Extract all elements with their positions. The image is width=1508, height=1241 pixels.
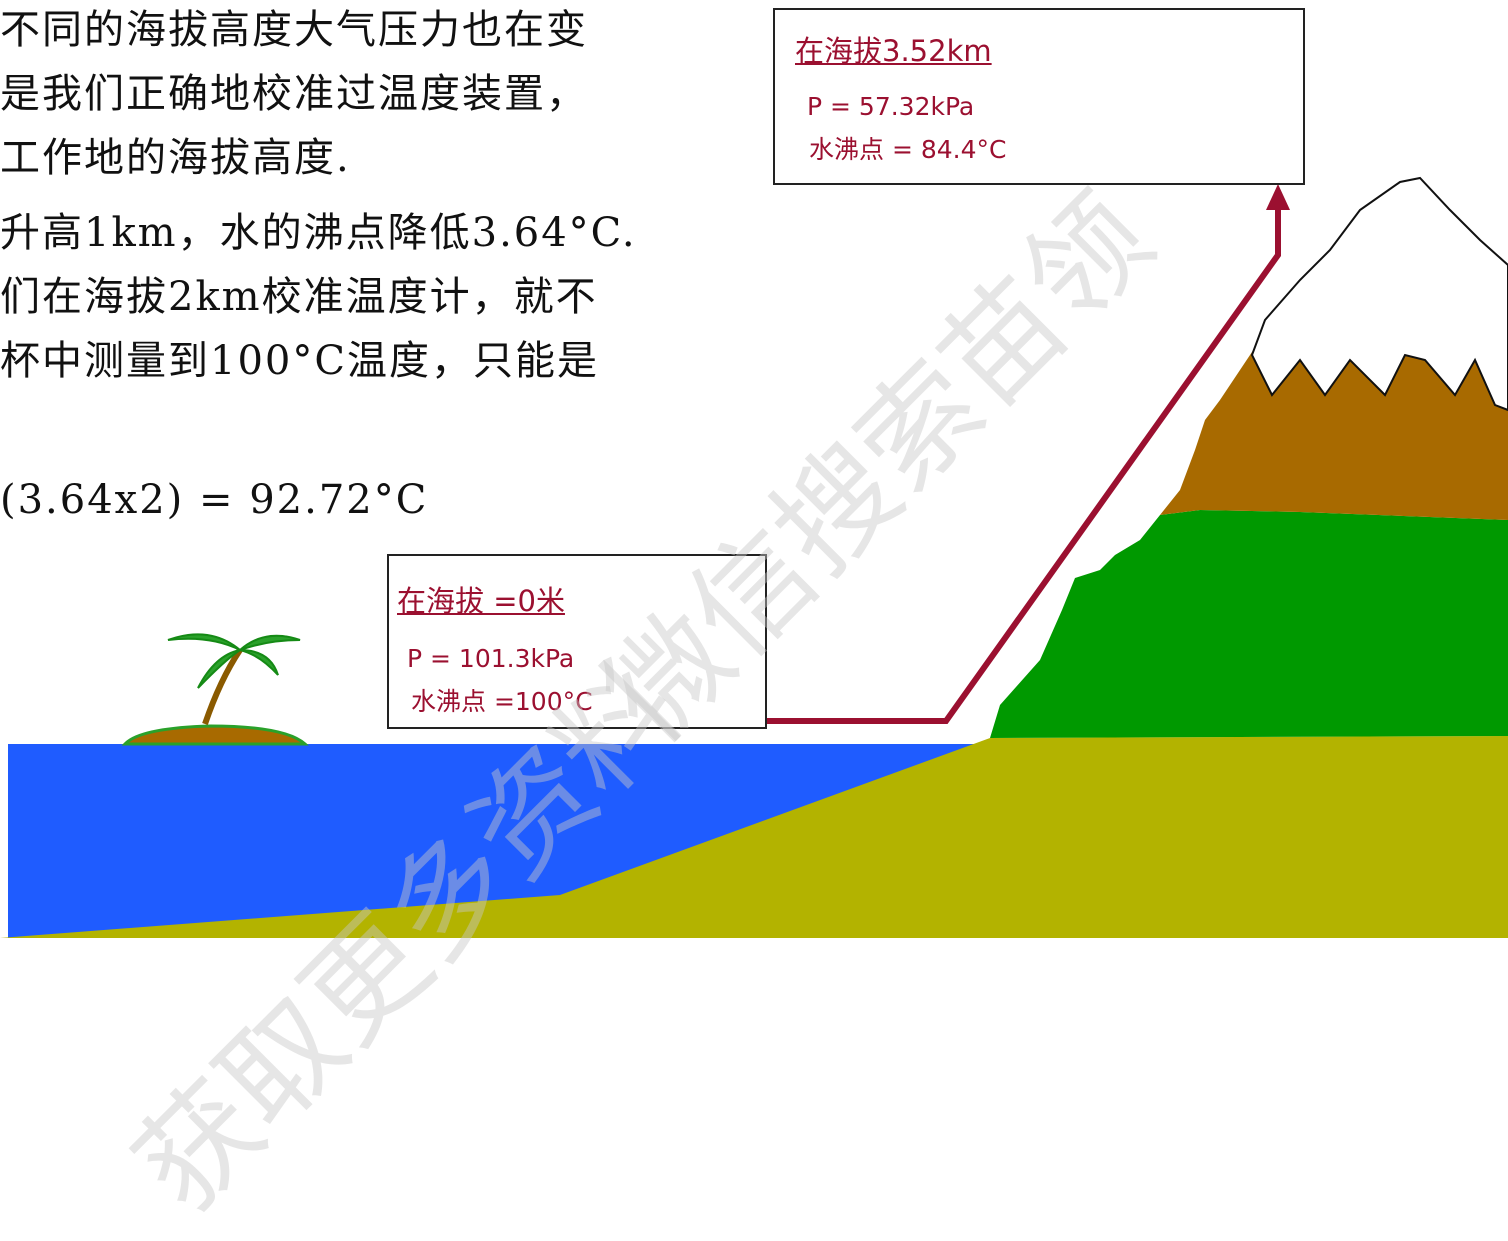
text-line-1: 不同的海拔高度大气压力也在变 xyxy=(0,7,588,53)
sea-level-title: 在海拔 =0米 xyxy=(397,584,565,618)
sea-level-box: 在海拔 =0米 P = 101.3kPa 水沸点 =100°C xyxy=(387,554,767,729)
arrow-head-icon xyxy=(1266,184,1290,210)
text-line-3: 工作地的海拔高度. xyxy=(0,135,351,181)
palm-tree xyxy=(167,633,301,725)
text-line-5: 们在海拔2km校准温度计，就不 xyxy=(0,274,598,320)
ground-slope xyxy=(0,736,1508,938)
sea-level-boiling: 水沸点 =100°C xyxy=(411,687,593,716)
result-line: (3.64x2) = 92.72°C xyxy=(0,477,429,523)
sea-level-pressure: P = 101.3kPa xyxy=(407,644,575,673)
forest xyxy=(990,510,1508,738)
text-line-2: 是我们正确地校准过温度装置， xyxy=(0,71,588,117)
altitude-scene xyxy=(0,176,1508,938)
mountain-box: 在海拔3.52km P = 57.32kPa 水沸点 = 84.4°C xyxy=(773,8,1305,185)
island xyxy=(121,724,309,746)
snow-cap xyxy=(1250,176,1508,412)
altitude-arrow-line xyxy=(767,208,1281,724)
mountain-pressure: P = 57.32kPa xyxy=(807,92,975,121)
text-line-6: 杯中测量到100°C温度，只能是 xyxy=(0,338,599,384)
text-line-4: 升高1km，水的沸点降低3.64°C. xyxy=(0,210,637,256)
mountain-boiling: 水沸点 = 84.4°C xyxy=(809,135,1007,164)
mountain-title: 在海拔3.52km xyxy=(795,34,992,68)
